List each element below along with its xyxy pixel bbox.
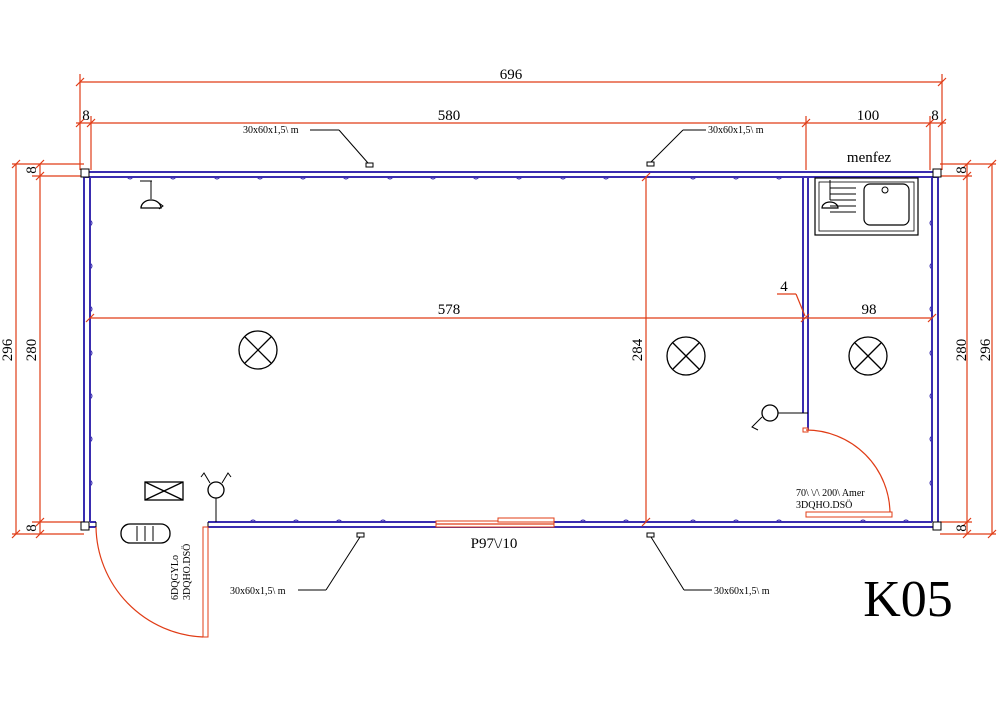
switch-icon — [751, 404, 803, 431]
main-width-label: 580 — [438, 108, 461, 124]
inner-door-line2: 3DQHO.DSÖ — [796, 499, 852, 511]
inner-door: 70\ \/\ 200\ Amer 3DQHO.DSÖ — [796, 427, 893, 518]
top-dimensions: 696 8 580 100 8 — [75, 67, 947, 170]
left-edge-label: 8 — [82, 108, 90, 124]
window-label: P97\/10 — [471, 536, 518, 552]
total-width-label: 696 — [500, 67, 523, 83]
total-height-left: 296 — [0, 338, 16, 361]
right-dimensions: 296 280 8 8 — [940, 159, 997, 539]
inner-side-label: 98 — [862, 302, 877, 318]
wall-lamp-icon — [140, 180, 164, 210]
height-right: 280 — [954, 339, 970, 362]
main-door-line1: 6DQGYLo — [170, 555, 181, 600]
profile-annotations: 30x60x1,5\ m 30x60x1,5\ m 30x60x1,5\ m 3… — [230, 125, 770, 597]
inner-main-label: 578 — [438, 302, 461, 318]
vent-label: menfez — [847, 150, 891, 166]
profile-marker — [365, 162, 374, 168]
sink-icon — [814, 177, 919, 236]
height-left: 280 — [24, 339, 40, 362]
profile-label-2: 30x60x1,5\ m — [708, 125, 764, 136]
wall-ticks — [89, 176, 933, 523]
main-door: 6DQGYLo 3DQHO.DSÖ — [95, 522, 209, 638]
window: P97\/10 — [435, 517, 555, 552]
partition-wall — [802, 177, 809, 430]
profile-label-1: 30x60x1,5\ m — [243, 125, 299, 136]
ceiling-light-icon — [848, 336, 888, 376]
edge-left-bottom: 8 — [24, 524, 40, 532]
interior-dimensions: 578 98 4 284 — [85, 172, 937, 527]
side-width-label: 100 — [857, 108, 880, 124]
plan-code: K05 — [863, 571, 953, 628]
ceiling-light-icon — [238, 330, 278, 370]
inner-door-line1: 70\ \/\ 200\ Amer — [796, 488, 865, 499]
profile-label-3: 30x60x1,5\ m — [230, 586, 286, 597]
ceiling-light-icon — [666, 336, 706, 376]
electric-panel-icon — [144, 481, 184, 501]
antenna-socket-icon — [200, 472, 232, 522]
edge-left-top: 8 — [24, 166, 40, 174]
edge-right-bottom: 8 — [954, 524, 970, 532]
inner-height-label: 284 — [630, 338, 646, 361]
total-height-right: 296 — [978, 338, 994, 361]
right-edge-label: 8 — [931, 108, 939, 124]
profile-marker — [646, 532, 655, 538]
left-dimensions: 296 280 8 8 — [0, 159, 84, 539]
profile-label-4: 30x60x1,5\ m — [714, 586, 770, 597]
profile-marker — [356, 532, 365, 538]
profile-marker — [646, 161, 655, 167]
partition-label: 4 — [780, 279, 788, 295]
main-door-line2: 3DQHO.DSÖ — [181, 544, 193, 600]
heater-icon — [120, 523, 171, 544]
exterior-walls — [80, 168, 942, 531]
edge-right-top: 8 — [954, 166, 970, 174]
